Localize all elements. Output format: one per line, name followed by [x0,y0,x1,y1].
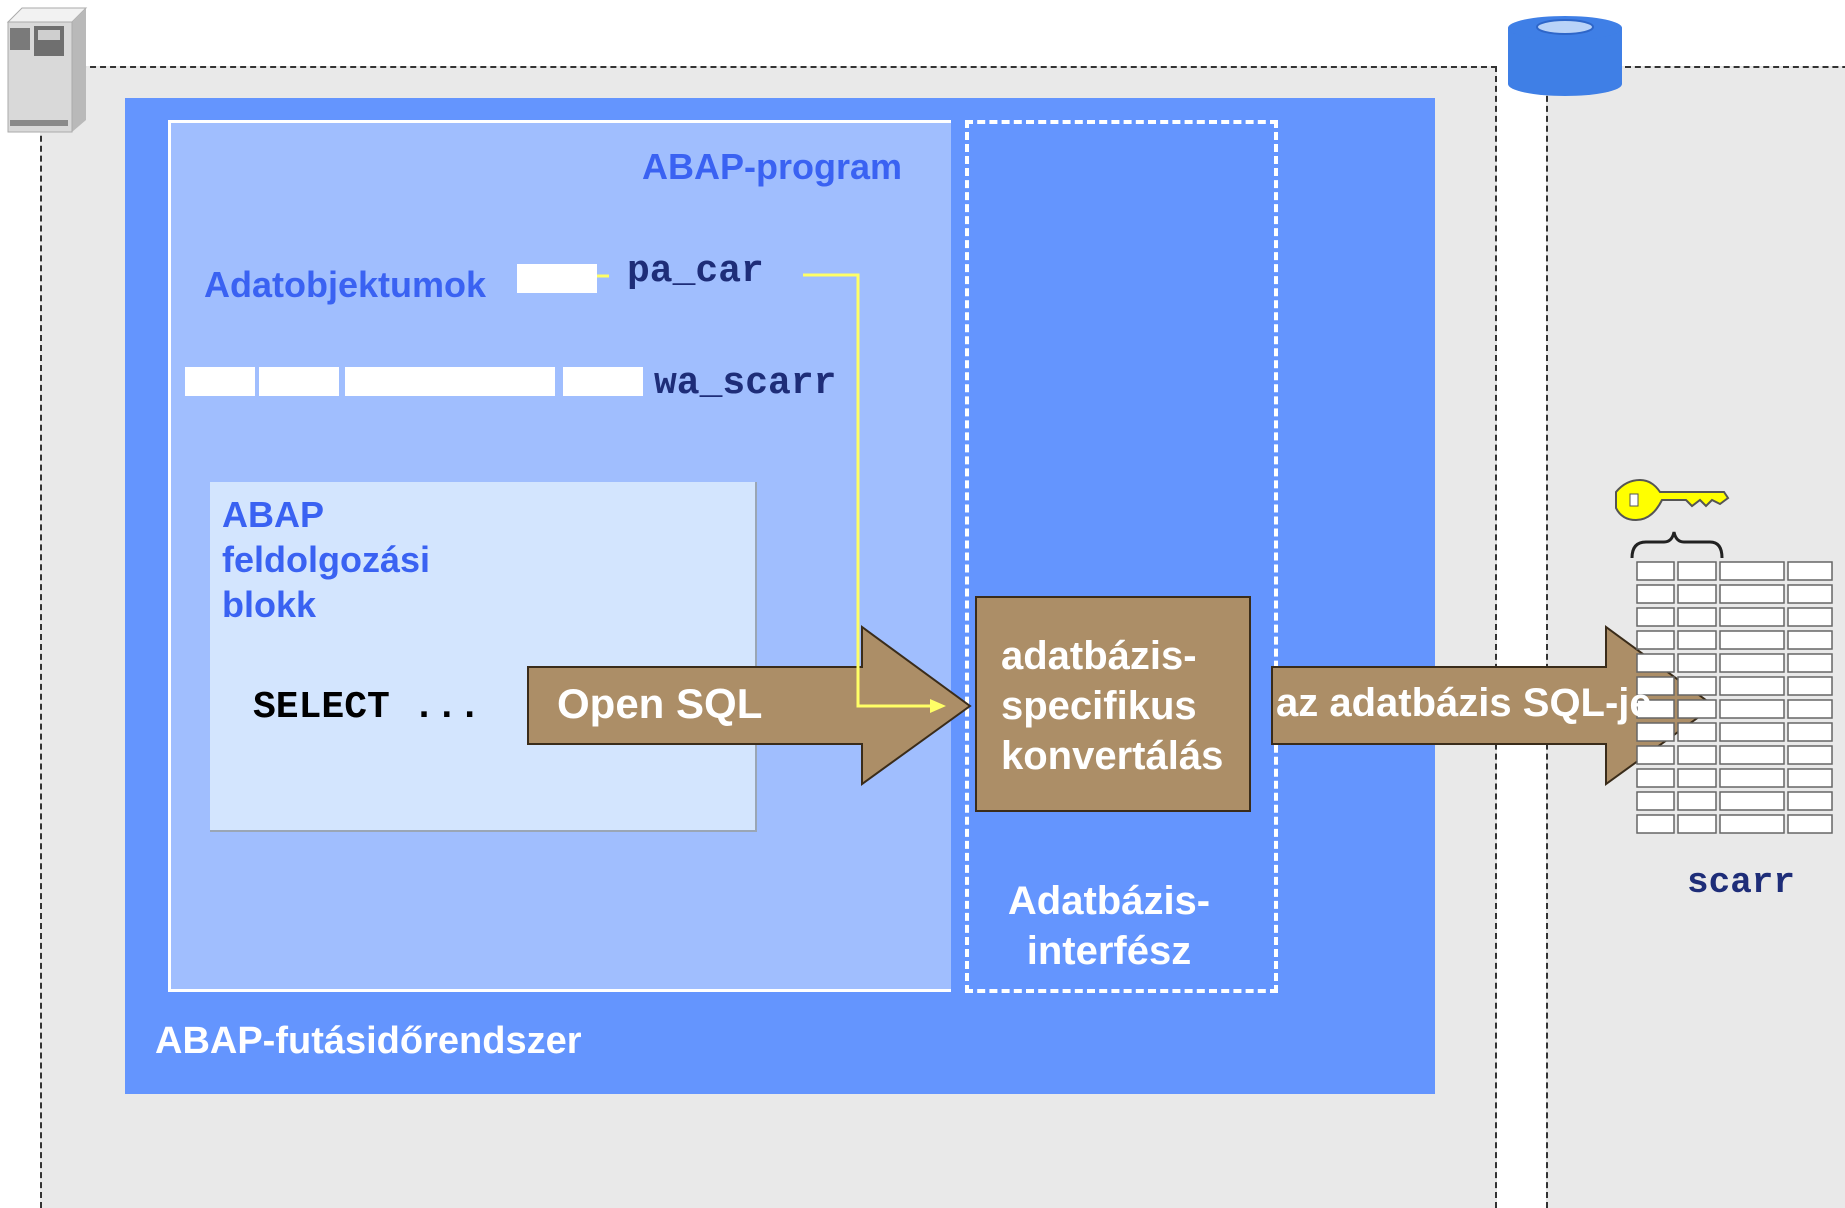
data-objects-label: Adatobjektumok [204,264,487,305]
table-cell [1636,722,1675,742]
table-cell [1719,699,1785,719]
select-statement: SELECT ... [253,686,482,729]
open-sql-arrow [527,625,972,786]
table-cell [1719,561,1785,581]
pa-car-field [517,264,597,293]
db-sql-arrow [1271,625,1716,786]
abap-program-label: ABAP-program [642,146,903,187]
table-cell [1787,561,1833,581]
conversion-label-line1: adatbázis- [1001,634,1197,678]
table-cell [1677,584,1717,604]
table-cell [1719,814,1785,834]
table-cell [1719,745,1785,765]
table-cell [1787,722,1833,742]
table-cell [1719,653,1785,673]
table-cell [1677,653,1717,673]
table-cell [1677,607,1717,627]
table-cell [1787,676,1833,696]
table-cell [1677,745,1717,765]
table-icon [1636,561,1833,834]
key-icon [1615,478,1730,522]
pa-car-connector-line [803,273,940,708]
table-cell [1636,768,1675,788]
table-cell [1787,699,1833,719]
table-cell [1636,561,1675,581]
table-cell [1787,630,1833,650]
conversion-box [975,596,1251,812]
table-cell [1677,630,1717,650]
db-interface-label-line2: interfész [1026,929,1192,973]
runtime-label: ABAP-futásidőrendszer [155,1020,582,1062]
table-name-label: scarr [1687,862,1796,903]
table-cell [1719,722,1785,742]
processing-block-label-line1: ABAP [222,494,325,535]
table-cell [1787,745,1833,765]
table-cell [1636,791,1675,811]
table-cell [1787,768,1833,788]
table-cell [1677,561,1717,581]
pa-car-label: pa_car [627,250,764,293]
table-cell [1719,630,1785,650]
table-cell [1719,768,1785,788]
wa-scarr-field-1 [185,367,255,396]
db-interface-label-line1: Adatbázis- [1007,879,1211,923]
database-icon [1508,16,1622,96]
processing-block-label: ABAP feldolgozási blokk [222,492,430,627]
open-sql-label: Open SQL [557,680,763,727]
diagram-overlay [6,7,1833,834]
wa-scarr-field-2 [259,367,339,396]
table-cell [1677,791,1717,811]
wa-scarr-field-3 [345,367,555,396]
table-cell [1719,791,1785,811]
table-cell [1636,814,1675,834]
table-cell [1677,722,1717,742]
table-cell [1719,676,1785,696]
table-cell [1787,584,1833,604]
wa-scarr-field-4 [563,367,643,396]
db-sql-label: az adatbázis SQL-je [1276,681,1652,725]
table-cell [1636,584,1675,604]
table-cell [1787,814,1833,834]
processing-block-label-line3: blokk [222,584,317,625]
table-cell [1677,814,1717,834]
table-cell [1636,676,1675,696]
database-interface-box [965,120,1278,993]
db-interface-label: Adatbázis- interfész [989,876,1229,976]
conversion-label-line2: specifikus [1001,684,1197,728]
table-cell [1636,653,1675,673]
table-cell [1677,699,1717,719]
table-cell [1636,607,1675,627]
server-icon [6,7,88,133]
table-cell [1719,607,1785,627]
table-cell [1787,607,1833,627]
table-cell [1787,791,1833,811]
table-cell [1677,676,1717,696]
processing-block-label-line2: feldolgozási [222,539,431,580]
table-cell [1677,768,1717,788]
table-cell [1636,745,1675,765]
table-cell [1719,584,1785,604]
wa-scarr-label: wa_scarr [654,362,837,405]
table-cell [1636,630,1675,650]
conversion-label: adatbázis- specifikus konvertálás [1001,631,1223,781]
conversion-label-line3: konvertálás [1001,734,1224,778]
table-cell [1636,699,1675,719]
processing-block-box [210,482,757,832]
table-cell [1787,653,1833,673]
key-brace [1630,531,1724,559]
pa-car-connector-arrowhead [930,699,946,713]
